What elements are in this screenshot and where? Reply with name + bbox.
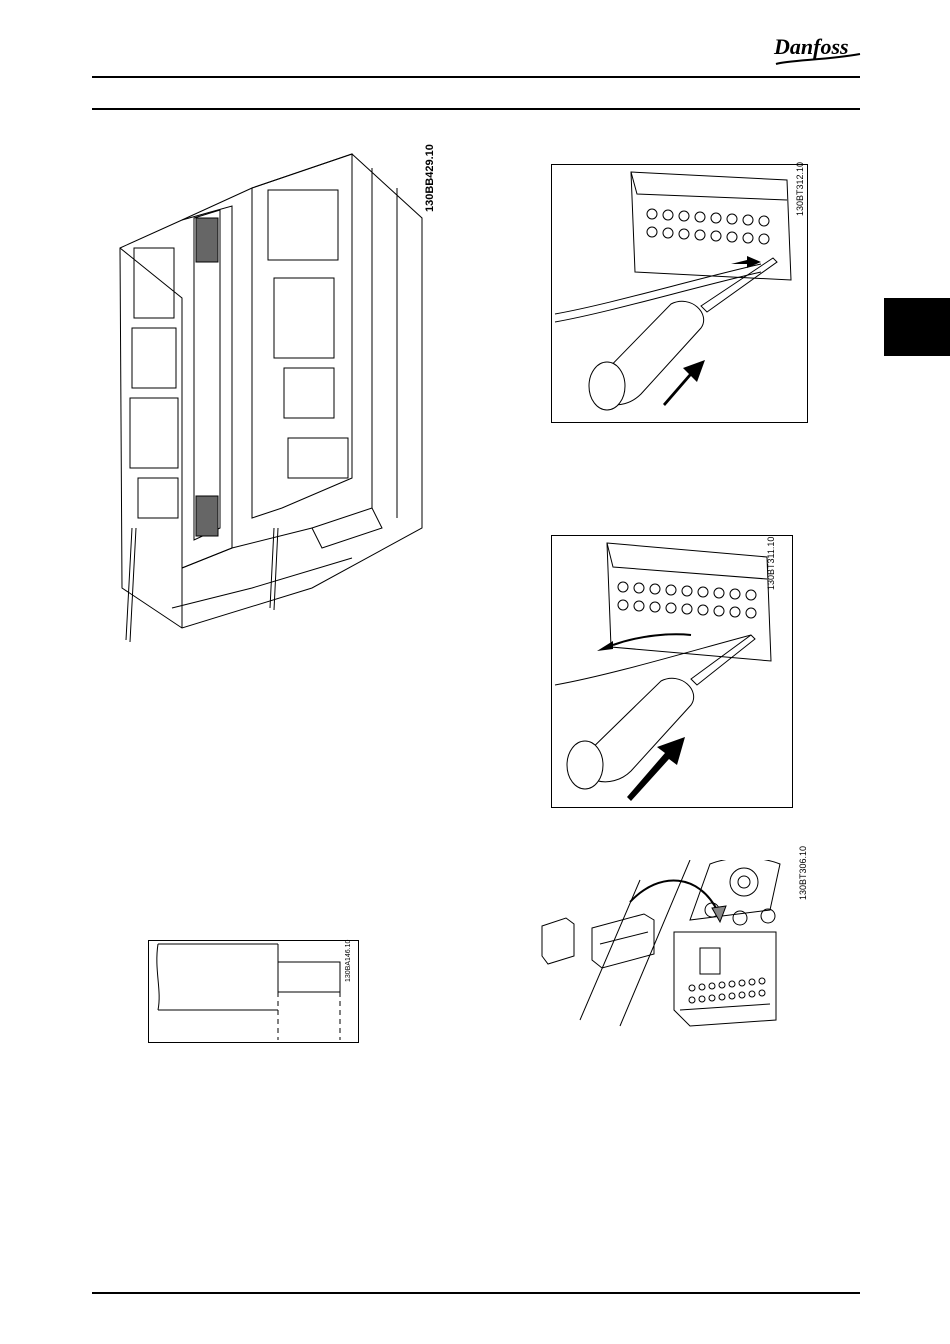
svg-text:Danfoss: Danfoss [773, 34, 849, 59]
shield-figure [148, 940, 359, 1044]
chapter-tab [884, 298, 950, 356]
cabinet-figure [112, 148, 432, 648]
header-rule-bottom [92, 108, 860, 110]
insert-wire-figure [551, 164, 808, 424]
insert-wire-figure-code: 130BT312.10 [795, 162, 805, 216]
danfoss-logo: Danfoss [768, 30, 864, 70]
plug-terminals-figure-code: 130BT306.10 [798, 846, 808, 900]
header-rule-top [92, 76, 860, 78]
cabinet-figure-code: 130BB429.10 [424, 144, 436, 212]
shield-figure-code: 130BA146.10 [345, 940, 352, 982]
plug-terminals-figure [540, 860, 800, 1030]
remove-wire-figure [551, 535, 793, 809]
remove-wire-figure-code: 130BT311.10 [766, 537, 776, 590]
footer-rule [92, 1292, 860, 1294]
